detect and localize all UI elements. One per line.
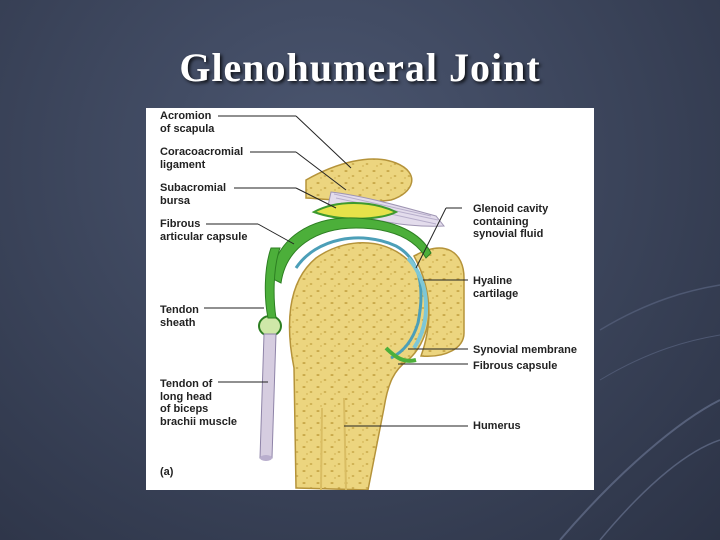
label-biceps-tendon: Tendon of long head of biceps brachii mu… xyxy=(160,378,237,428)
label-synovial-membrane: Synovial membrane xyxy=(473,344,577,357)
biceps-tendon xyxy=(260,334,276,458)
tendon-sheath xyxy=(259,316,281,336)
shoulder-joint-figure: Acromion of scapula Coracoacromial ligam… xyxy=(146,108,594,490)
label-humerus: Humerus xyxy=(473,420,521,433)
acromion-bone xyxy=(306,159,412,202)
label-fibrous-capsule: Fibrous capsule xyxy=(473,360,557,373)
label-coracoacromial-ligament: Coracoacromial ligament xyxy=(160,146,243,171)
label-acromion: Acromion of scapula xyxy=(160,110,214,135)
label-glenoid-cavity: Glenoid cavity containing synovial fluid xyxy=(473,203,548,241)
humerus-bone xyxy=(289,243,428,490)
label-subacromial-bursa: Subacromial bursa xyxy=(160,182,226,207)
label-fibrous-articular-capsule: Fibrous articular capsule xyxy=(160,218,247,243)
slide-title: Glenohumeral Joint xyxy=(0,44,720,91)
figure-panel-label: (a) xyxy=(160,466,173,479)
label-hyaline-cartilage: Hyaline cartilage xyxy=(473,275,518,300)
label-tendon-sheath: Tendon sheath xyxy=(160,304,199,329)
